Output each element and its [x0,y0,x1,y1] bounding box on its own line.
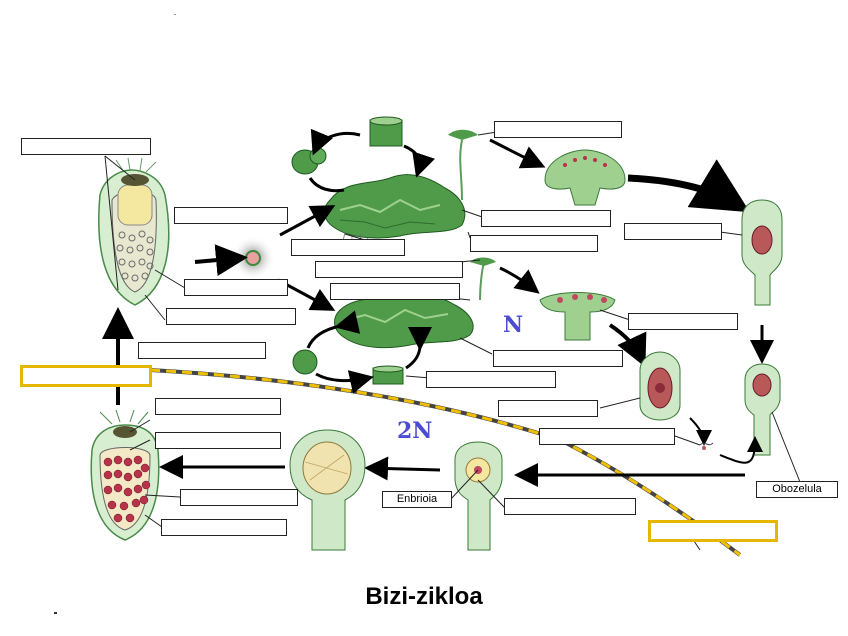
label-box-phase-right[interactable] [648,520,778,542]
embryo-label: Enbrioia [382,491,452,508]
gametophyte-upper [324,129,478,251]
label-box-14[interactable] [493,350,623,367]
gemma-top [291,147,327,175]
calyptra-hairs [99,409,149,425]
label-box-3[interactable] [291,239,405,256]
protonema-cup-top [369,116,403,147]
sporangium-capsule-bottom [90,424,160,541]
label-box-13[interactable] [138,342,266,359]
gametophyte-lower [334,257,496,349]
antheridiophore-head [544,149,626,206]
zygote-archegonium [454,441,503,551]
label-box-phase-left[interactable] [20,365,152,387]
label-box-10[interactable] [628,313,738,330]
embryo-archegonium [289,429,366,551]
label-box-18[interactable] [155,398,281,415]
label-box-4[interactable] [315,261,463,278]
label-box-7[interactable] [481,210,611,227]
archegonium-right-top [741,199,783,306]
label-box-12[interactable] [166,308,296,325]
diploid-phase-tag: 2N [397,418,433,444]
archegonium-right-bottom [744,363,781,456]
haploid-phase-tag: N [503,312,524,338]
label-box-17[interactable] [539,428,675,445]
label-box-2[interactable] [174,207,288,224]
phase-divider [149,368,742,557]
label-box-9[interactable] [624,223,722,240]
label-box-22[interactable] [504,498,636,515]
label-box-19[interactable] [155,432,281,449]
label-box-16[interactable] [498,400,598,417]
oosphere-label: Obozelula [756,481,838,498]
diagram-title: Bizi-zikloa [365,583,483,610]
label-box-11[interactable] [184,279,288,296]
protonema-cup-bottom [372,365,404,385]
label-box-6[interactable] [494,121,622,138]
label-box-15[interactable] [426,371,556,388]
label-box-8[interactable] [470,235,598,252]
sperm [699,442,714,450]
archegoniophore-head [539,292,616,341]
label-box-5[interactable] [330,283,460,300]
gemma-bottom [292,349,318,375]
label-box-20[interactable] [180,489,298,506]
label-box-21[interactable] [161,519,287,536]
archegonium-egg [639,351,681,421]
sporangium-capsule-top [98,157,170,306]
label-box-1[interactable] [21,138,151,155]
